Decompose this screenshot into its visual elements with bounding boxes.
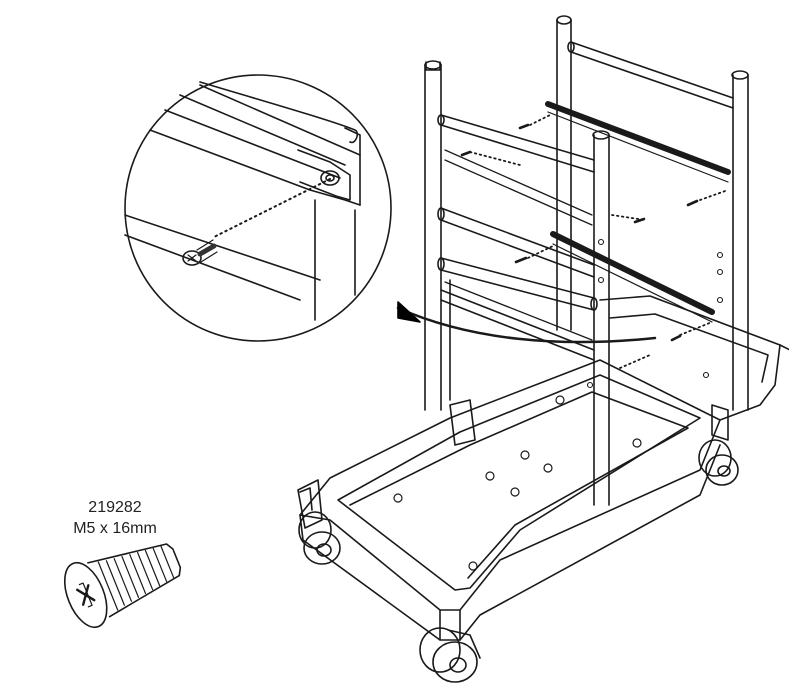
caster-front [419, 627, 481, 683]
tray-floor-holes [393, 395, 642, 571]
detail-pointer [396, 306, 657, 344]
part-number: 219282 [88, 499, 142, 516]
loose-screws [460, 123, 699, 342]
detail-pointer-tail [397, 301, 421, 323]
rail-channels [444, 101, 731, 341]
caster-wheels [298, 439, 739, 683]
upright-posts [424, 15, 749, 506]
post-holes [586, 238, 724, 389]
magnified-detail-icon [124, 74, 392, 342]
cross-bars [437, 41, 734, 361]
corner-brackets [297, 399, 729, 529]
flat-head-phillips-screw-icon [63, 543, 182, 629]
detail-screw [182, 239, 218, 266]
caster-front-left [298, 511, 341, 565]
cart-tray [299, 295, 789, 641]
screw-guide-lines [469, 114, 729, 369]
part-callout: 219282 M5 x 16mm [60, 497, 170, 539]
caster-right [698, 439, 739, 486]
part-size: M5 x 16mm [73, 520, 157, 537]
